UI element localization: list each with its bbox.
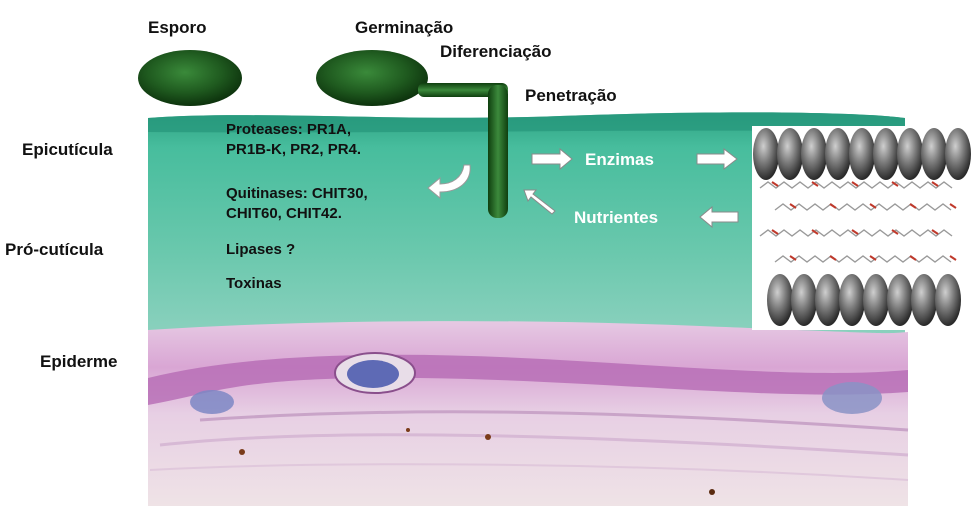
spore-shape <box>138 50 242 106</box>
enzymes-label: Enzimas <box>585 150 654 170</box>
label-epicuticle: Epicutícula <box>22 140 113 160</box>
label-germination: Germinação <box>355 18 453 38</box>
label-penetration: Penetração <box>525 86 617 106</box>
hypha-penetration-peg <box>488 85 508 218</box>
proteases-line1: Proteases: PR1A, <box>226 120 351 140</box>
chitinases-line1: Quitinases: CHIT30, <box>226 184 368 204</box>
label-epidermis: Epiderme <box>40 352 117 372</box>
nutrients-label: Nutrientes <box>574 208 658 228</box>
label-procuticle: Pró-cutícula <box>5 240 103 260</box>
proteases-line2: PR1B-K, PR2, PR4. <box>226 140 361 160</box>
germinating-spore-shape <box>316 50 428 106</box>
nucleus-left <box>190 390 234 414</box>
toxins-label: Toxinas <box>226 274 282 294</box>
label-spore: Esporo <box>148 18 207 38</box>
chitinases-line2: CHIT60, CHIT42. <box>226 204 342 224</box>
label-differentiation: Diferenciação <box>440 42 552 62</box>
membrane-top-beads <box>753 128 971 180</box>
nucleus-right <box>822 382 882 414</box>
lipases-label: Lipases ? <box>226 240 295 260</box>
